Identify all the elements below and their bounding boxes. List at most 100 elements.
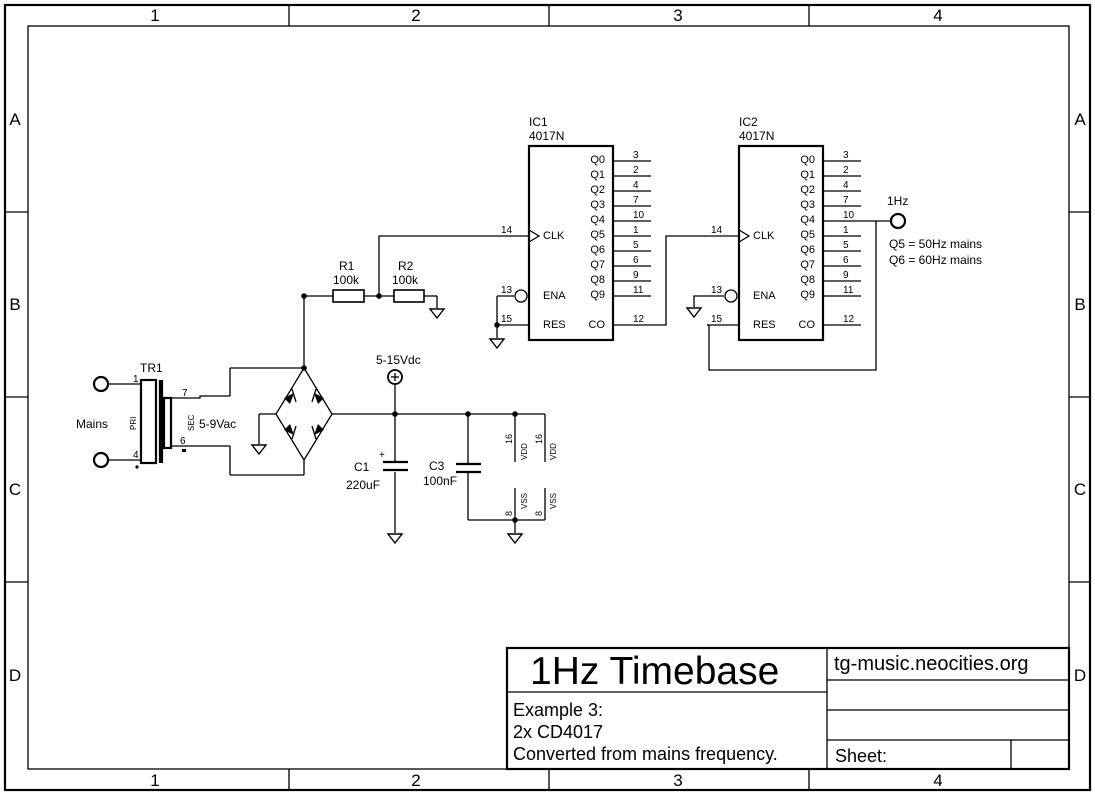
ic1-res-pin: 15 — [501, 314, 513, 325]
column-label-top-2: 2 — [411, 6, 420, 25]
ic1-co-label: CO — [589, 319, 606, 331]
ic2-q4-pin: 10 — [843, 210, 855, 221]
ic1-q1-label: Q1 — [590, 169, 605, 181]
ic2-q3-pin: 7 — [843, 195, 849, 206]
r1-name: R1 — [339, 259, 355, 273]
vdd-pins: 16 VDD 16 VDD — [504, 434, 558, 460]
ground-icon-r2 — [428, 308, 446, 320]
ic1-q5-pin: 1 — [633, 225, 639, 236]
row-label-left-d: D — [9, 666, 21, 685]
transformer-pin7: 7 — [182, 388, 188, 399]
website-text: tg-music.neocities.org — [834, 653, 1029, 675]
ground-icon-c1 — [386, 533, 404, 545]
description-line-1: Example 3: — [513, 700, 603, 720]
secondary-voltage-label: 5-9Vac — [199, 417, 236, 431]
vdd-label-1: VDD — [520, 443, 529, 460]
junction-dots — [301, 293, 518, 523]
ic2-q8-pin: 9 — [843, 270, 849, 281]
note-q5: Q5 = 50Hz mains — [889, 237, 982, 251]
ic1-q2-label: Q2 — [590, 184, 605, 196]
vss-label-1: VSS — [520, 493, 529, 509]
title-block — [505, 646, 1071, 771]
ic1-q6-label: Q6 — [590, 244, 605, 256]
ic2-q5-label: Q5 — [800, 229, 815, 241]
transformer-pri-label: PRI — [129, 417, 138, 430]
r2-value: 100k — [392, 273, 419, 287]
ic1-output-pins: 3 2 4 7 10 1 5 6 9 11 12 — [633, 150, 645, 325]
mains-terminal-top-icon — [92, 375, 110, 393]
column-label-top-4: 4 — [933, 6, 942, 25]
ic1-q8-label: Q8 — [590, 274, 605, 286]
ic2-q9-pin: 11 — [843, 285, 854, 296]
r1-resistor — [332, 289, 365, 303]
row-label-right-c: C — [1074, 480, 1086, 499]
ic2-q1-label: Q1 — [800, 169, 815, 181]
ic1-q0-label: Q0 — [590, 154, 605, 166]
row-label-left-c: C — [9, 480, 21, 499]
ic2-q3-label: Q3 — [800, 199, 815, 211]
vdd-pin-2: 16 — [534, 434, 544, 444]
ic1-part: 4017N — [529, 129, 564, 143]
supply-label: 5-15Vdc — [376, 353, 421, 367]
ic1-ena-label: ENA — [543, 290, 566, 302]
ic1-name: IC1 — [529, 115, 548, 129]
note-q6: Q6 = 60Hz mains — [889, 253, 982, 267]
vss-label-2: VSS — [549, 493, 558, 509]
ic2-symbol — [707, 144, 891, 342]
ic1-q8-pin: 9 — [633, 270, 639, 281]
ground-icon-bridge — [250, 444, 268, 456]
ic2-clk-pin: 14 — [711, 225, 723, 236]
ic1-clk-pin: 14 — [501, 225, 513, 236]
ic1-q9-label: Q9 — [590, 289, 605, 301]
c1-capacitor — [383, 460, 408, 472]
c3-value: 100nF — [423, 474, 457, 488]
mains-label: Mains — [76, 417, 108, 431]
row-label-right-a: A — [1074, 110, 1086, 129]
c1-name: C1 — [354, 460, 370, 474]
ic1-q2-pin: 4 — [633, 180, 639, 191]
transformer-pin1: 1 — [133, 374, 139, 385]
description-line-3: Converted from mains frequency. — [513, 744, 778, 764]
supply-terminal-icon — [387, 369, 403, 385]
ic2-q5-pin: 1 — [843, 225, 849, 236]
ic2-output-pins: 3 2 4 7 10 1 5 6 9 11 12 — [843, 150, 855, 325]
column-label-top-1: 1 — [150, 6, 159, 25]
c3-name: C3 — [429, 459, 445, 473]
row-label-right-b: B — [1074, 295, 1085, 314]
ic2-name: IC2 — [739, 115, 758, 129]
ic2-ena-pin: 13 — [711, 285, 723, 296]
mains-terminal-bottom-icon — [92, 451, 110, 469]
ic1-q9-pin: 11 — [633, 285, 644, 296]
ic2-q0-pin: 3 — [843, 150, 849, 161]
ic1-symbol — [497, 144, 651, 342]
ic2-q6-pin: 5 — [843, 240, 849, 251]
sheet-label: Sheet: — [835, 746, 887, 766]
ic1-res-label: RES — [543, 319, 566, 331]
output-label: 1Hz — [887, 194, 908, 208]
ic2-part: 4017N — [739, 129, 774, 143]
ic2-co-label: CO — [799, 319, 816, 331]
vss-pin-1: 8 — [504, 511, 514, 516]
r2-name: R2 — [398, 259, 414, 273]
ic2-ena-label: ENA — [753, 290, 776, 302]
r1-value: 100k — [333, 273, 360, 287]
output-terminal-icon — [889, 212, 907, 230]
ic2-q0-label: Q0 — [800, 154, 815, 166]
ic2-q4-label: Q4 — [800, 214, 815, 226]
ground-icon-ic2 — [685, 307, 703, 319]
ic1-q3-label: Q3 — [590, 199, 605, 211]
ic2-q9-label: Q9 — [800, 289, 815, 301]
ground-icon-ic1 — [488, 338, 506, 350]
ic2-q8-label: Q8 — [800, 274, 815, 286]
c1-polarity: + — [379, 450, 385, 461]
transformer-pin4: 4 — [133, 450, 139, 461]
vss-pin-2: 8 — [534, 511, 544, 516]
wiring — [108, 221, 877, 533]
ic1-q4-label: Q4 — [590, 214, 605, 226]
ic1-clk-label: CLK — [543, 230, 565, 242]
ic1-ena-pin: 13 — [501, 285, 513, 296]
transformer-pin6: 6 — [180, 436, 186, 447]
ic1-q3-pin: 7 — [633, 195, 639, 206]
vss-pins: 8 VSS 8 VSS — [504, 493, 558, 516]
ic2-output-labels: Q0 Q1 Q2 Q3 Q4 Q5 Q6 Q7 Q8 Q9 CO — [799, 154, 816, 331]
